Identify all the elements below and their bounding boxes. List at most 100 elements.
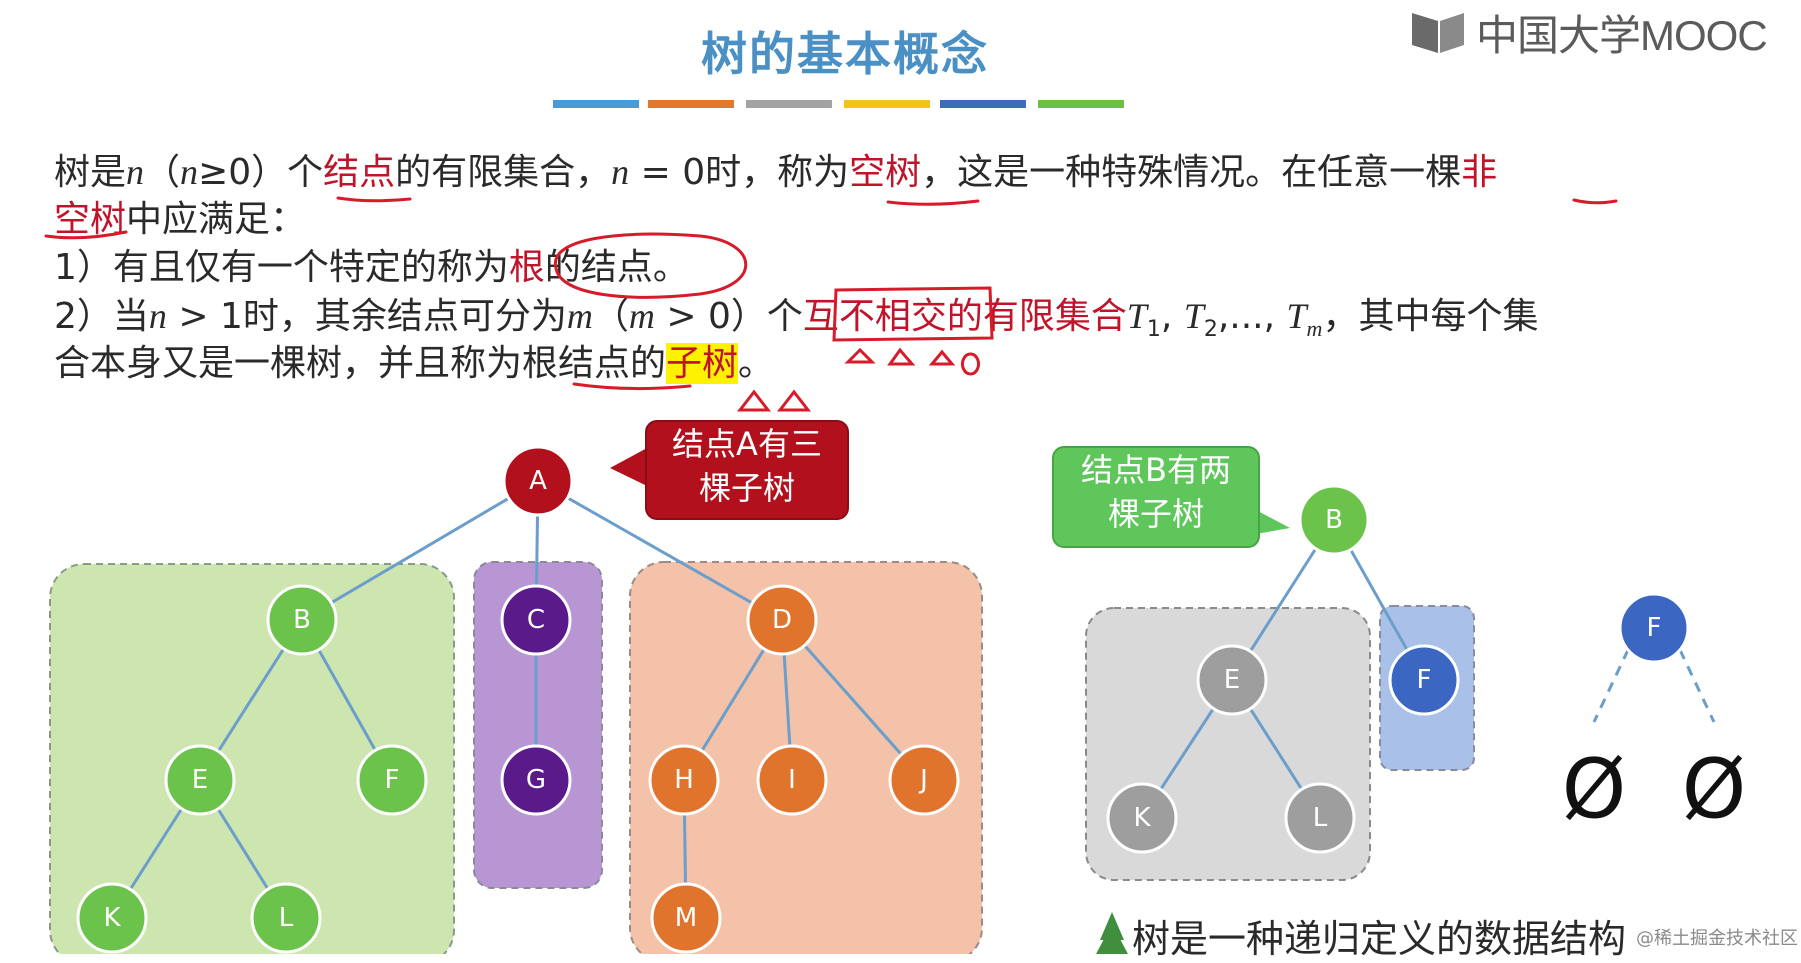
term-root: 根 bbox=[508, 247, 545, 288]
right-tree-nodes: B E F K L F bbox=[1106, 484, 1690, 854]
rule-2: 2）当n > 1时，其余结点可分为m（m > 0）个互不相交的有限集合T1, T… bbox=[54, 292, 1538, 354]
text: （ bbox=[144, 152, 181, 193]
node-label: J bbox=[918, 765, 928, 795]
text: > 1时，其余结点可分为 bbox=[166, 296, 567, 337]
edge bbox=[537, 479, 783, 622]
var-m: m bbox=[566, 296, 593, 336]
logo-text: 中国大学MOOC bbox=[1476, 11, 1768, 59]
footer-note: 树是一种递归定义的数据结构 bbox=[1132, 917, 1627, 961]
tree-node-g: G bbox=[500, 744, 572, 816]
text: ，这是一种特殊情况。在任意一棵 bbox=[921, 152, 1462, 193]
text: 的结点。 bbox=[544, 247, 689, 288]
term-empty-tree: 空树 bbox=[849, 152, 922, 193]
empty-set-symbol: Ø bbox=[1562, 743, 1627, 838]
tree-node-e-right: E bbox=[1196, 644, 1268, 716]
watermark: @稀土掘金技术社区 bbox=[1636, 928, 1798, 949]
rule-2-continued: 合本身又是一棵树，并且称为根结点的子树。 bbox=[54, 340, 774, 388]
text: 2）当 bbox=[54, 296, 149, 337]
mooc-logo: 中国大学MOOC bbox=[1408, 6, 1768, 59]
var-t: T bbox=[1286, 296, 1307, 336]
term-disjoint: 互不相交 bbox=[802, 296, 947, 337]
tree-node-l: L bbox=[250, 882, 322, 954]
underline-node bbox=[336, 196, 412, 203]
var-n: n bbox=[180, 152, 199, 192]
definition-line-1: 树是n（n≥0）个结点的有限集合，n = 0时，称为空树，这是一种特殊情况。在任… bbox=[54, 148, 1497, 197]
text: 的有限集合， bbox=[395, 152, 612, 193]
term-nonempty: 非 bbox=[1461, 152, 1498, 193]
text: 合本身又是一棵树，并且称为根结点的 bbox=[54, 343, 667, 384]
text: > 0）个 bbox=[654, 296, 803, 337]
callout-line: 结点A有三 bbox=[672, 425, 822, 463]
var-n: n bbox=[148, 296, 167, 336]
tree-nodes: A B C D E F G H I J K L M bbox=[76, 445, 960, 954]
var-n: n bbox=[126, 152, 145, 192]
node-label: K bbox=[1133, 803, 1151, 833]
var-n: n bbox=[611, 152, 630, 192]
term-subtree: 子树 bbox=[666, 343, 739, 384]
underline-empty-tree bbox=[886, 199, 980, 206]
tree-node-h: H bbox=[648, 744, 720, 816]
circle-root-node bbox=[553, 232, 748, 299]
text: 。 bbox=[738, 343, 775, 384]
text: ≥0）个 bbox=[198, 152, 324, 193]
callout-b-pointer bbox=[1256, 510, 1290, 534]
node-label: H bbox=[674, 765, 694, 795]
underline-nonempty-tree bbox=[44, 230, 128, 240]
node-label: F bbox=[385, 765, 400, 795]
node-label: L bbox=[279, 903, 294, 933]
tree-node-b-right: B bbox=[1298, 484, 1370, 556]
tree-node-k-right: K bbox=[1106, 782, 1178, 854]
definition-line-2: 空树中应满足： bbox=[54, 196, 306, 244]
rule-1: 1）有且仅有一个特定的称为根的结点。 bbox=[54, 244, 689, 292]
edge bbox=[780, 619, 926, 781]
mark-subtree bbox=[736, 389, 812, 412]
edge bbox=[301, 479, 539, 622]
term-node: 结点 bbox=[323, 152, 396, 193]
text: 1）有且仅有一个特定的称为 bbox=[54, 247, 509, 288]
subtree-box-c bbox=[473, 561, 603, 889]
title-bar-segment bbox=[553, 100, 639, 108]
tree-node-f-single: F bbox=[1618, 592, 1690, 664]
empty-child-edges bbox=[1592, 649, 1716, 723]
tree-node-j: J bbox=[888, 744, 960, 816]
text: ,..., bbox=[1217, 296, 1287, 337]
box-disjoint bbox=[832, 286, 994, 342]
title-bar-segment bbox=[940, 100, 1026, 108]
tree-node-m: M bbox=[650, 882, 722, 954]
var-t: T bbox=[1126, 296, 1147, 336]
tree-node-b: B bbox=[266, 584, 338, 656]
var-t: T bbox=[1183, 296, 1204, 336]
node-label: K bbox=[103, 903, 121, 933]
text: 树是 bbox=[54, 152, 127, 193]
callout-node-b-subtrees: 结点B有两 棵子树 bbox=[1052, 446, 1260, 548]
callout-line: 棵子树 bbox=[1107, 495, 1204, 533]
tree-node-c: C bbox=[500, 584, 572, 656]
subscript: m bbox=[1306, 316, 1323, 342]
dashed-edge bbox=[1678, 649, 1716, 723]
text: （ bbox=[592, 296, 629, 337]
tree-node-i: I bbox=[756, 744, 828, 816]
text: ，其中每个集 bbox=[1322, 296, 1539, 337]
node-label: M bbox=[675, 903, 697, 933]
callout-line: 结点B有两 bbox=[1081, 451, 1231, 489]
var-m: m bbox=[628, 296, 655, 336]
text: 中应满足： bbox=[126, 199, 307, 240]
callout-a-pointer bbox=[610, 448, 647, 486]
hand-annotations bbox=[44, 196, 1618, 412]
empty-set-symbol: Ø bbox=[1682, 743, 1747, 838]
node-label: C bbox=[527, 605, 545, 635]
subscript: 2 bbox=[1203, 317, 1218, 343]
tree-node-f: F bbox=[356, 744, 428, 816]
mark-subtrees bbox=[844, 347, 980, 376]
node-label: A bbox=[529, 466, 547, 496]
term-finite-set: 的有限集合 bbox=[946, 296, 1127, 337]
subscript: 1 bbox=[1146, 317, 1161, 343]
underline-nonempty bbox=[1572, 198, 1618, 205]
tree-node-f-right: F bbox=[1388, 644, 1460, 716]
node-label: D bbox=[772, 605, 792, 635]
node-label: B bbox=[1325, 505, 1343, 535]
title-bar-segment bbox=[1038, 100, 1124, 108]
title-bar-segment bbox=[648, 100, 734, 108]
node-label: I bbox=[788, 765, 796, 795]
text: = 0时，称为 bbox=[629, 152, 850, 193]
